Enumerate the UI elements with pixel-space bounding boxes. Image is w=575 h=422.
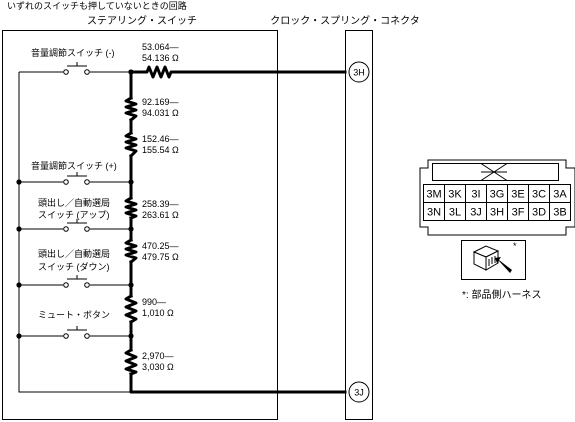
harness-side-note: *: 部品側ハーネス <box>462 288 541 301</box>
resistor-r1-value-min: 53.064— <box>142 42 179 52</box>
resistor-r4-value-min: 258.39— <box>142 199 179 209</box>
resistor-r6-value-max: 1,010 Ω <box>142 308 174 318</box>
switch-seek-down <box>19 275 131 288</box>
resistor-r4-value-max: 263.61 Ω <box>142 210 179 220</box>
label-volume-down-switch: 音量調節スイッチ (-) <box>31 47 115 58</box>
connector-pin-3c: 3C <box>532 189 546 201</box>
steering-switch-title: ステアリング・スイッチ <box>87 14 197 27</box>
circuit-condition-caption: いずれのスイッチも押していないときの回路 <box>7 0 187 11</box>
resistor-r2 <box>124 95 138 123</box>
pin-3h: 3H <box>348 61 370 83</box>
harness-side-icon: * <box>461 240 526 280</box>
clock-spring-title: クロック・スプリング・コネクタ <box>270 14 419 27</box>
steering-switch-housing <box>2 30 278 420</box>
resistor-r5-value-min: 470.25— <box>142 241 179 251</box>
resistor-r6 <box>124 293 138 325</box>
pin-3h-label: 3H <box>353 68 365 78</box>
connector-pin-3n: 3N <box>427 207 441 219</box>
switch-volume-up <box>19 172 131 185</box>
connector-pin-3e: 3E <box>511 189 524 201</box>
resistor-r7-value-min: 2,970— <box>142 351 174 361</box>
resistor-r3-value-max: 155.54 Ω <box>142 145 179 155</box>
label-seek-down-switch-line1: 頭出し／自動選局 <box>38 248 110 259</box>
resistor-r6-value-min: 990— <box>142 297 166 307</box>
switch-seek-up <box>19 219 131 232</box>
resistor-r1-value-max: 54.136 Ω <box>142 53 179 63</box>
connector-pin-grid: 3M 3K 3I 3G 3E 3C 3A 3N 3L 3J 3H 3F 3D 3… <box>423 184 571 221</box>
resistor-r4 <box>124 195 138 220</box>
connector-pin-3d: 3D <box>532 207 546 219</box>
switch-mute <box>19 326 131 339</box>
connector-pin-3i: 3I <box>471 189 480 201</box>
resistor-r7-value-max: 3,030 Ω <box>142 362 174 372</box>
switch-common-bus <box>18 72 131 393</box>
pin-3j: 3J <box>348 381 370 403</box>
resistor-ladder-spine <box>129 70 347 394</box>
connector-pin-3j: 3J <box>470 207 482 219</box>
label-seek-down-switch-line2: スイッチ (ダウン) <box>38 261 110 272</box>
resistor-r2-value-max: 94.031 Ω <box>142 108 179 118</box>
switch-volume-down <box>19 62 131 75</box>
label-seek-up-switch-line1: 頭出し／自動選局 <box>38 197 110 208</box>
resistor-r1 <box>129 65 176 79</box>
resistor-r3-value-min: 152.46— <box>142 134 179 144</box>
connector-pin-3l: 3L <box>449 207 461 219</box>
connector-pin-3g: 3G <box>490 189 505 201</box>
clock-spring-connector-housing <box>345 30 373 420</box>
label-seek-up-switch-line2: スイッチ (アップ) <box>38 210 110 220</box>
resistor-r5-value-max: 479.75 Ω <box>142 252 179 262</box>
connector-pin-3f: 3F <box>512 207 525 219</box>
connector-pin-3b: 3B <box>553 207 566 219</box>
junction-dots <box>16 69 134 339</box>
connector-pin-3k: 3K <box>448 189 462 201</box>
resistor-r3 <box>124 130 138 159</box>
resistor-r2-value-min: 92.169— <box>142 97 179 107</box>
label-volume-up-switch: 音量調節スイッチ (+) <box>31 160 117 171</box>
harness-side-star: * <box>513 241 517 251</box>
resistor-r5 <box>124 237 138 265</box>
connector-pin-3m: 3M <box>426 189 441 201</box>
pin-3j-label: 3J <box>354 388 364 398</box>
resistor-r7 <box>124 347 138 376</box>
connector-face-view: 3M 3K 3I 3G 3E 3C 3A 3N 3L 3J 3H 3F 3D 3… <box>419 159 575 236</box>
label-mute-button: ミュート・ボタン <box>38 310 110 320</box>
connector-pin-3h: 3H <box>490 207 504 219</box>
connector-pin-3a: 3A <box>553 189 567 201</box>
